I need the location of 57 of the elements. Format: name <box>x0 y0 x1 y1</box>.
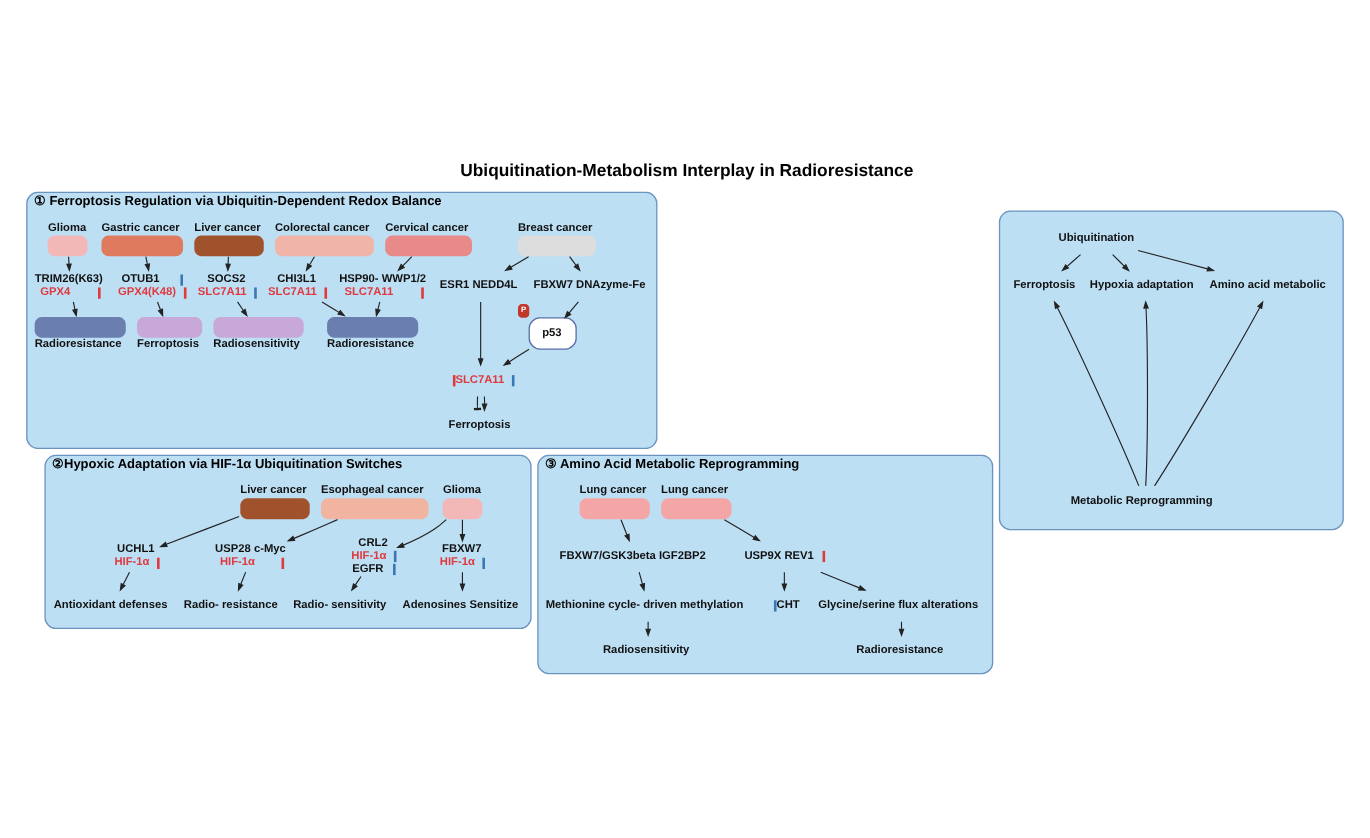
arrow <box>620 518 630 542</box>
arrow <box>375 300 381 317</box>
node-box <box>275 234 374 256</box>
arrow <box>156 300 164 317</box>
node-box <box>661 497 732 519</box>
node-box <box>822 549 826 562</box>
arrow <box>1137 248 1216 271</box>
arrow <box>569 255 581 271</box>
arrow <box>645 620 652 637</box>
arrow <box>119 570 131 591</box>
node-box <box>321 497 429 519</box>
node-box <box>773 599 777 611</box>
arrow <box>477 300 484 366</box>
arrow <box>237 570 247 591</box>
node-box <box>442 497 483 519</box>
node-box <box>157 556 160 569</box>
arrow <box>504 255 530 271</box>
node-box <box>517 234 597 256</box>
arrow <box>502 347 530 365</box>
node-box <box>240 497 310 519</box>
node-box <box>254 286 257 298</box>
arrow <box>159 514 240 547</box>
arrow <box>286 518 339 541</box>
cluster <box>998 209 1344 530</box>
node-box <box>137 315 203 337</box>
arrow <box>1153 299 1264 486</box>
arrow <box>225 255 232 271</box>
arrow <box>397 255 413 271</box>
arrow <box>396 518 447 548</box>
arrow <box>723 518 761 541</box>
node-box <box>385 234 472 256</box>
arrow <box>66 255 72 271</box>
node-box <box>47 234 88 256</box>
arrow <box>305 255 315 271</box>
diagram-title: Ubiquitination-Metabolism Interplay in Radioresistance <box>460 158 914 179</box>
arrow <box>350 574 362 591</box>
arrow <box>236 300 248 316</box>
arrow <box>638 570 646 591</box>
arrow <box>72 300 78 317</box>
node-box <box>213 315 304 337</box>
node-box <box>421 286 424 298</box>
node-box <box>327 315 419 337</box>
arrow <box>321 300 346 316</box>
arrow <box>144 255 151 271</box>
node-box <box>579 497 650 519</box>
node-box <box>98 286 101 298</box>
node-box <box>482 556 485 569</box>
arrow <box>1061 253 1082 271</box>
arrow <box>820 570 867 590</box>
node-box <box>324 286 328 298</box>
node-box <box>281 556 285 569</box>
arrow <box>1143 299 1149 486</box>
node-box <box>194 234 264 256</box>
node-box <box>101 234 184 256</box>
arrow <box>1053 299 1140 486</box>
node-box <box>34 315 126 337</box>
arrow <box>563 300 579 319</box>
